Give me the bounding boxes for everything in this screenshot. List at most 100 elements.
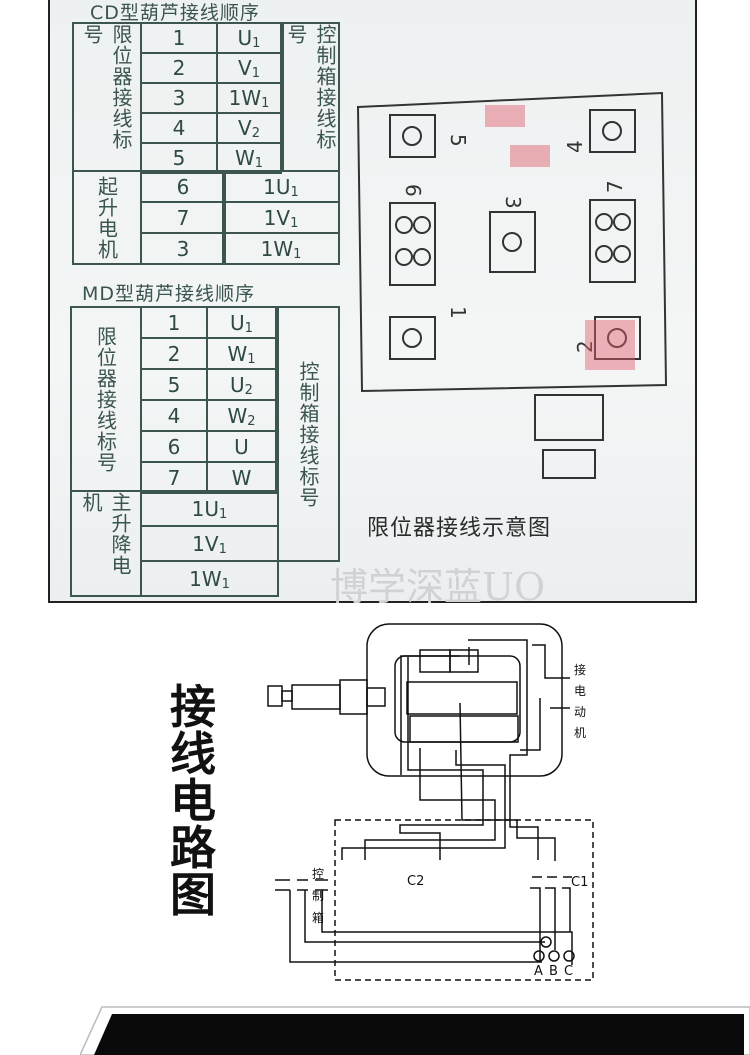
watermark: 博学深蓝UO [330,565,546,609]
terminal-number-cell: 3 [140,232,226,265]
terminal-number-cell: 7 [140,201,226,234]
terminal-number: 6 [176,174,190,199]
wire-code: 1U1 [191,496,228,522]
wire-code: 1V1 [192,531,227,557]
terminal-number-cell: 5 [140,368,208,401]
wire-code-cell: W2 [206,399,277,432]
terminal-number: 4 [563,140,587,153]
wire-code: W1 [227,341,256,367]
terminal-number: 1 [172,26,186,50]
wire-code: V1 [238,56,260,81]
terminal-number: 6 [401,184,425,197]
terminal-number: 2 [172,56,186,80]
wire-code: U1 [237,26,261,51]
wire-code-cell: V1 [216,52,282,84]
wire-code: W2 [227,403,256,429]
wire-code-cell: W [206,461,277,494]
wire-code-cell: 1W1 [140,560,279,597]
wire-code-cell: 1V1 [140,525,279,562]
sketch-caption: 限位器接线示意图 [367,516,552,541]
motor-label: 主升降电机 [70,490,142,597]
terminal-number-cell: 1 [140,22,218,54]
cd-table-title: CD型葫芦接线顺序 [90,2,260,24]
terminal-number-cell: 1 [140,306,208,339]
md-table-title: MD型葫芦接线顺序 [82,283,256,305]
limit-switch-label: 限位器接线标号 [72,22,142,172]
terminal-number: 6 [167,434,181,459]
limit-switch-sketch: 5 4 6 3 7 1 2 [356,91,668,479]
terminal-number: 3 [172,86,186,110]
wire-code-cell: 1U1 [222,170,340,203]
red-stamp-mark [510,145,550,167]
motor-label-text: 主升降电机 [79,492,132,576]
phase-label: B [549,964,558,979]
terminal-number-cell: 4 [140,399,208,432]
label-char: 箱 [312,910,324,925]
wire-code-cell: 1V1 [222,201,340,234]
control-box-label: 控制箱接线标号 [277,306,340,562]
control-box-label: 控制箱 [312,867,324,925]
phase-label: C [564,964,573,979]
terminal-number: 2 [167,341,181,366]
terminal-number: 3 [176,236,190,261]
terminal-number: 7 [167,465,181,490]
wiring-heading: 接线电路图 [170,680,216,922]
control-box-label: 控制箱接线标号 [282,22,340,172]
terminal-number-cell: 3 [140,82,218,114]
wire-code: 1U1 [263,174,299,200]
motor-label: 接电动机 [573,663,586,740]
left-label: 限位器接线标号 [80,24,133,150]
wire-code-cell: U2 [206,368,277,401]
terminal-number-cell: 6 [140,430,208,463]
wire-code: U1 [230,310,253,336]
terminal-number: 5 [167,372,181,397]
wire-code: U2 [230,372,253,398]
wire-code-cell: 1U1 [140,490,279,527]
wiring-circuit-diagram: C2 C1 A B C 控制箱 [267,623,594,981]
wire-code-cell: U1 [216,22,282,54]
wire-code-cell: 1W1 [222,232,340,265]
terminal-number: 5 [172,146,186,170]
wire-code-cell: W1 [216,142,282,174]
left-label: 限位器接线标号 [93,325,118,473]
right-label: 控制箱接线标号 [296,360,320,508]
wire-code: W1 [234,146,264,171]
contactor-label: C2 [407,874,424,889]
wire-code-cell: V2 [216,112,282,144]
wire-code: 1W1 [260,236,302,262]
wire-code: 1V1 [263,205,299,231]
terminal-number: 7 [603,180,627,193]
wire-code-cell: 1W1 [216,82,282,114]
terminal-number: 7 [176,205,190,230]
bottom-banner [80,1006,750,1055]
phase-label: A [534,964,543,979]
motor-label-text: 起升电机 [94,175,119,260]
right-label: 控制箱接线标号 [284,24,337,150]
wire-code: V2 [238,116,260,141]
terminal-number: 4 [167,403,181,428]
wire-code: U [234,434,249,459]
limit-switch-label: 限位器接线标号 [70,306,142,492]
label-char: 控 [312,867,324,881]
terminal-number: 5 [446,134,470,147]
red-stamp-mark [585,320,635,370]
red-stamp-mark [485,105,525,127]
terminal-number-cell: 2 [140,52,218,84]
terminal-number: 3 [501,196,525,209]
wire-code-cell: W1 [206,337,277,370]
terminal-number-cell: 6 [140,170,226,203]
terminal-number: 1 [167,310,181,335]
motor-label: 起升电机 [72,170,142,265]
label-char: 制 [312,889,324,903]
terminal-number: 4 [172,116,186,140]
wire-code-cell: U [206,430,277,463]
wire-code: 1W1 [189,566,230,592]
wire-code: W [231,465,252,490]
terminal-number: 2 [573,340,597,353]
terminal-number: 1 [446,306,470,319]
wire-code-cell: U1 [206,306,277,339]
terminal-number-cell: 4 [140,112,218,144]
terminal-number-cell: 2 [140,337,208,370]
contactor-label: C1 [571,875,588,890]
